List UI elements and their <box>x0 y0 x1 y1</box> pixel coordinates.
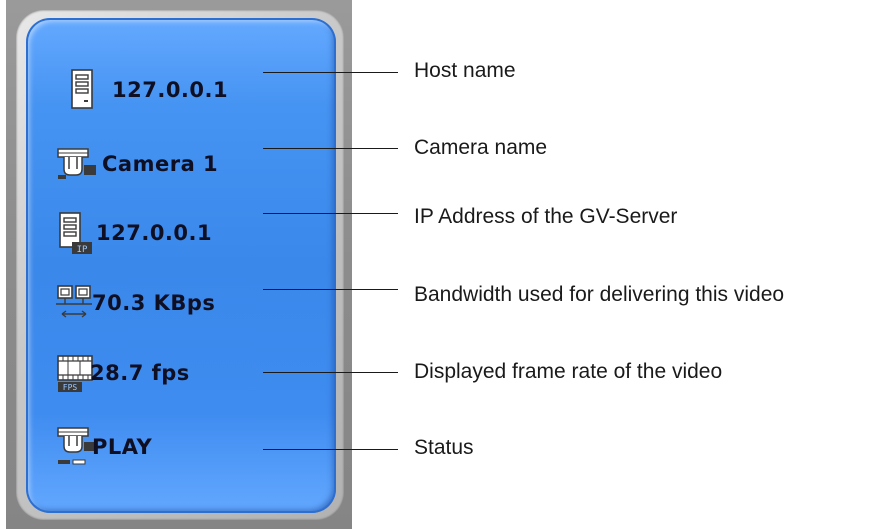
bandwidth-value: 70.3 KBps <box>92 291 216 315</box>
camera-icon <box>54 139 102 189</box>
host-name-value: 127.0.0.1 <box>112 78 229 102</box>
frame-rate-value: 28.7 fps <box>90 361 190 385</box>
host-computer-icon <box>62 65 110 115</box>
status-caption: Status <box>414 436 474 459</box>
bandwidth-row: 70.3 KBps <box>26 278 356 328</box>
camera-leader-line <box>263 148 398 149</box>
info-panel-bezel: 127.0.0.1 Camera 1 <box>16 10 344 520</box>
host-leader-line <box>263 72 398 73</box>
camera-row: Camera 1 <box>26 139 356 189</box>
status-value: PLAY <box>92 435 153 459</box>
fps-leader-line <box>263 372 398 373</box>
host-caption: Host name <box>414 59 516 82</box>
fps-caption: Displayed frame rate of the video <box>414 360 723 383</box>
camera-name-value: Camera 1 <box>102 152 219 176</box>
ip-caption: IP Address of the GV-Server <box>414 205 678 228</box>
bandwidth-leader-line <box>263 289 398 290</box>
camera-play-status-icon <box>54 422 102 472</box>
camera-caption: Camera name <box>414 136 548 159</box>
ip-badge: IP <box>77 245 88 255</box>
ip-server-icon: IP <box>54 208 102 258</box>
fps-row: FPS 28.7 fps <box>26 348 356 398</box>
ip-leader-line <box>263 213 398 214</box>
fps-badge: FPS <box>63 383 78 392</box>
info-panel: 127.0.0.1 Camera 1 <box>26 18 336 513</box>
fps-film-icon: FPS <box>54 348 102 398</box>
ip-address-value: 127.0.0.1 <box>96 221 213 245</box>
bandwidth-network-icon <box>54 278 102 328</box>
bandwidth-caption: Bandwidth used for delivering this video <box>414 283 785 306</box>
ip-row: IP 127.0.0.1 <box>26 208 356 258</box>
info-panel-frame: 127.0.0.1 Camera 1 <box>6 0 352 529</box>
status-leader-line <box>263 449 398 450</box>
host-row: 127.0.0.1 <box>26 65 356 115</box>
status-row: PLAY <box>26 422 356 472</box>
